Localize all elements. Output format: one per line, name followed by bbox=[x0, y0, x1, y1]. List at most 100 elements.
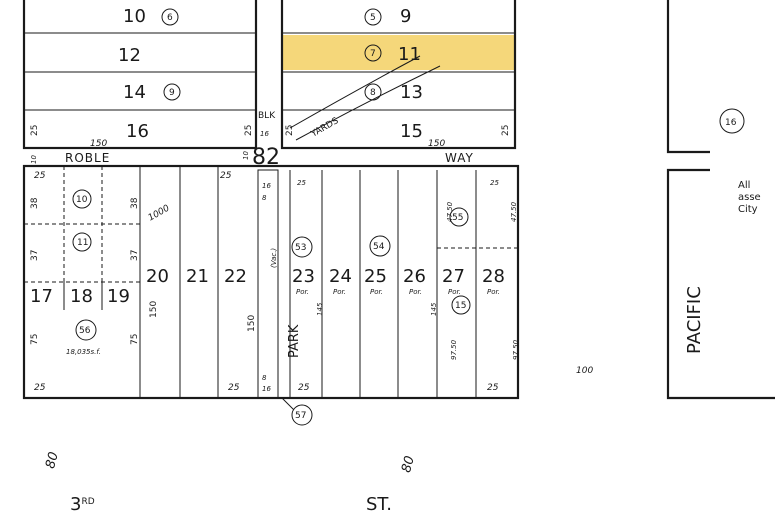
parcel-marker: 11 bbox=[72, 232, 92, 252]
street-name-park: PARK bbox=[287, 324, 302, 358]
lot-label: 19 bbox=[107, 286, 130, 307]
dimension-label: 80 bbox=[43, 450, 62, 470]
portion-label: Por. bbox=[296, 288, 309, 296]
dimension-label: 145 bbox=[430, 302, 438, 316]
dimension-label: 25 bbox=[220, 171, 232, 181]
dimension-label: 37 bbox=[130, 250, 140, 261]
parcel-marker: 54 bbox=[369, 235, 391, 257]
dimension-label: 25 bbox=[487, 383, 499, 393]
lot-label: 24 bbox=[329, 266, 352, 287]
lot-label: 12 bbox=[118, 45, 141, 66]
dimension-label: 25 bbox=[490, 179, 499, 187]
vacated-label: (Vac.) bbox=[270, 248, 278, 268]
svg-text:11: 11 bbox=[77, 238, 88, 248]
dimension-label: 150 bbox=[247, 315, 257, 332]
dimension-label: 25 bbox=[297, 179, 306, 187]
map-note: All asse City bbox=[738, 180, 775, 216]
dimension-label: 80 bbox=[399, 454, 418, 474]
svg-text:10: 10 bbox=[76, 195, 88, 205]
parcel-marker: 56 bbox=[75, 319, 97, 341]
svg-text:9: 9 bbox=[169, 88, 175, 98]
parcel-marker: 53 bbox=[291, 236, 313, 258]
parcel-marker: 16 bbox=[725, 118, 737, 128]
portion-label: Por. bbox=[487, 288, 500, 296]
portion-label: Por. bbox=[448, 288, 461, 296]
lot-label: 15 bbox=[400, 121, 423, 142]
parcel-marker: 5 bbox=[364, 8, 382, 26]
lot-label: 26 bbox=[403, 266, 426, 287]
dimension-label: 10 bbox=[242, 151, 250, 160]
dimension-label: 150 bbox=[149, 301, 159, 318]
portion-label: Por. bbox=[370, 288, 383, 296]
lot-label: 13 bbox=[400, 82, 423, 103]
lot-label: 25 bbox=[364, 266, 387, 287]
parcel-marker: 8 bbox=[364, 83, 382, 101]
svg-text:15: 15 bbox=[455, 301, 466, 311]
dimension-label: 1000 bbox=[147, 203, 172, 223]
street-name-pacific: PACIFIC bbox=[684, 286, 705, 354]
svg-text:56: 56 bbox=[79, 326, 91, 336]
lot-label: 23 bbox=[292, 266, 315, 287]
street-name-st: ST. bbox=[366, 494, 392, 515]
upper-left-block bbox=[22, 0, 258, 150]
dimension-label: 150 bbox=[90, 139, 107, 149]
parcel-marker: 55 bbox=[449, 207, 469, 227]
lot-label: 22 bbox=[224, 266, 247, 287]
dimension-label: 25 bbox=[30, 125, 40, 136]
svg-text:57: 57 bbox=[295, 411, 306, 421]
lot-label: 27 bbox=[442, 266, 465, 287]
dimension-label: 38 bbox=[130, 197, 140, 209]
highlighted-lot bbox=[283, 35, 514, 70]
lot-label: 16 bbox=[126, 121, 149, 142]
dimension-label: 47.50 bbox=[446, 201, 454, 222]
dimension-label: 25 bbox=[501, 125, 511, 136]
svg-text:53: 53 bbox=[295, 243, 306, 253]
dimension-label: 25 bbox=[34, 171, 46, 181]
dimension-label: 25 bbox=[298, 383, 310, 393]
dimension-label: 145 bbox=[316, 302, 324, 316]
dimension-label: 47.50 bbox=[510, 201, 518, 222]
lower-block bbox=[22, 164, 520, 400]
lot-label: 10 bbox=[123, 6, 146, 27]
lot-label: 14 bbox=[123, 82, 146, 103]
dimension-label: 8 bbox=[262, 194, 267, 202]
portion-label: Por. bbox=[409, 288, 422, 296]
parcel-marker: 10 bbox=[72, 189, 92, 209]
dimension-label: 16 bbox=[260, 130, 269, 138]
parcel-marker: 15 bbox=[451, 295, 471, 315]
lot-label: 18 bbox=[70, 286, 93, 307]
dimension-label: 25 bbox=[34, 383, 46, 393]
svg-text:55: 55 bbox=[452, 213, 463, 223]
note-line: asse bbox=[738, 192, 761, 203]
lot-label: 20 bbox=[146, 266, 169, 287]
dimension-label: 25 bbox=[228, 383, 240, 393]
street-name-roble: ROBLE bbox=[65, 151, 110, 165]
dimension-label: 37 bbox=[30, 250, 40, 261]
svg-text:YARDS: YARDS bbox=[309, 116, 341, 140]
parcel-marker: 9 bbox=[163, 83, 181, 101]
lot-label: 9 bbox=[400, 6, 411, 27]
svg-text:8: 8 bbox=[370, 88, 376, 98]
svg-text:7: 7 bbox=[370, 49, 376, 59]
street-name-way: WAY bbox=[445, 151, 474, 165]
note-line: City bbox=[738, 204, 758, 215]
parcel-marker: 6 bbox=[161, 8, 179, 26]
lot-label: 21 bbox=[186, 266, 209, 287]
block-label: BLK bbox=[258, 111, 276, 121]
dimension-label: 75 bbox=[130, 334, 140, 345]
note-line: All bbox=[738, 180, 751, 191]
dimension-label: 100 bbox=[576, 366, 593, 376]
area-label: 18,035s.f. bbox=[66, 348, 101, 356]
street-name-third: 3RD bbox=[70, 494, 95, 515]
dimension-label: 8 bbox=[262, 374, 267, 382]
lot-label: 11 bbox=[398, 44, 421, 65]
lot-label: 17 bbox=[30, 286, 53, 307]
dimension-label: 25 bbox=[285, 125, 295, 136]
parcel-marker: 7 bbox=[364, 44, 382, 62]
dimension-label: 16 bbox=[262, 182, 271, 190]
dimension-label: 38 bbox=[30, 197, 40, 209]
dimension-label: 97.50 bbox=[450, 339, 458, 360]
svg-text:54: 54 bbox=[373, 242, 385, 252]
dimension-label: 25 bbox=[244, 125, 254, 136]
